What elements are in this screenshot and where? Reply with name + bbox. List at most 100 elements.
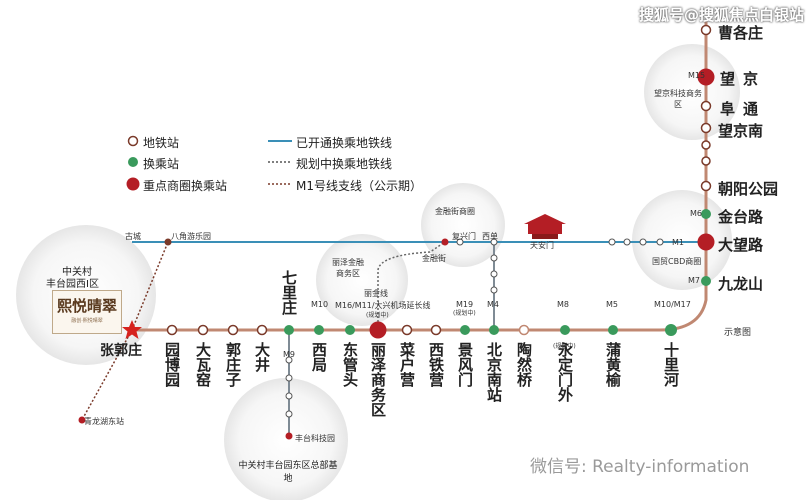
- legend-subway-station: 地铁站: [143, 136, 180, 150]
- station-lize: [369, 321, 387, 339]
- line-10: [132, 20, 708, 332]
- code-shilihe: M10/M17: [654, 300, 691, 309]
- bubble-lize: [316, 234, 408, 326]
- station-xitieying: [430, 324, 442, 336]
- station-qinglonghu: [78, 416, 86, 424]
- station-name-yuanboyuan: 园博园: [163, 342, 181, 387]
- label-qinglonghu: 青龙湖东站: [84, 417, 124, 426]
- stations-line1: [164, 238, 664, 294]
- station-name-puhuangyu: 蒲黄榆: [604, 342, 622, 387]
- code-jiulongshan: M7: [688, 276, 700, 285]
- station-name-zhangguozhuang: 张郭庄: [100, 343, 142, 359]
- label-fuxingmen: 复兴门: [452, 232, 476, 241]
- station-dawanglu: [697, 233, 715, 251]
- station-name-xitieying: 西铁营: [427, 342, 445, 387]
- station-name-wangjing: 望京: [720, 70, 767, 88]
- station-jingfengmen: [460, 325, 470, 335]
- station-name-chaoyanggongyuan: 朝阳公园: [718, 180, 779, 198]
- station-name-xiju: 西局: [310, 342, 328, 372]
- legend-m1-branch-line: M1号线支线（公示期）: [296, 179, 422, 193]
- code-puhuangyu: M5: [606, 300, 618, 309]
- note-jingfengmen: (规划中): [453, 310, 476, 317]
- station-name-taoranqiao: 陶然桥: [515, 342, 533, 387]
- station-xidan: [490, 238, 498, 246]
- project-area-label-1: 中关村: [62, 267, 92, 278]
- station-name-guozhuangzi: 郭庄子: [224, 342, 242, 387]
- project-area-label-2: 丰台园西Ⅰ区: [46, 279, 99, 290]
- station-yongdingmenwai: [560, 325, 570, 335]
- m1-branch-line-south: [81, 329, 133, 421]
- bubble-finance-street: [421, 183, 505, 267]
- code-dongguantou: M16/M11/大兴机场延长线: [335, 301, 431, 310]
- tiananmen-icon: [524, 214, 566, 239]
- project-logo-text: 熙悦晴翠: [56, 297, 117, 315]
- station-babaoshan: [164, 238, 172, 246]
- bubble-wangjing: [644, 44, 740, 140]
- station-chaoyanggongyuan: [700, 180, 712, 192]
- station-name-jintailu: 金台路: [718, 208, 764, 226]
- station-dawayao: [197, 324, 209, 336]
- code-jingfengmen: M19: [456, 300, 474, 309]
- station-name-dawayao: 大瓦窑: [194, 342, 212, 387]
- label-lize-line: 丽金线: [364, 289, 388, 298]
- station-puhuangyu: [608, 325, 618, 335]
- station-wangjing: [697, 68, 715, 86]
- station-fuxingmen: [441, 238, 449, 246]
- legend-symbols: [126, 135, 292, 191]
- station-beijingnan: [489, 325, 499, 335]
- code-wangjing: M15: [688, 71, 706, 80]
- label-xidan: 西单: [482, 232, 498, 241]
- station-name-jiulongshan: 九龙山: [718, 275, 764, 293]
- planned-line-lize: [377, 241, 446, 330]
- label-lize-line-note: (规划中): [366, 312, 389, 319]
- station-xiju: [314, 325, 324, 335]
- station-yuanboyuan: [166, 324, 178, 336]
- label-jinrongjie: 金融街: [422, 254, 446, 263]
- station-fengtai-keji: [285, 432, 293, 440]
- label-diagram-note: 示意图: [724, 328, 752, 338]
- code-yongdingmenwai: M8: [557, 300, 569, 309]
- station-name-wangjingnan: 望京南: [718, 122, 764, 140]
- label-tiananmen: 天安门: [530, 241, 554, 250]
- station-shilihe: [665, 324, 677, 336]
- label-m9: M9: [283, 350, 295, 359]
- project-logo-sub: 融创·熙悦晴翠: [71, 318, 103, 324]
- station-dajing: [256, 324, 268, 336]
- legend-transfer-station: 换乘站: [143, 157, 180, 171]
- station-name-caogezhuang: 曹各庄: [718, 24, 764, 42]
- finance-street-label: 金融街商圈: [435, 207, 475, 216]
- code-beijingnan: M4: [487, 300, 499, 309]
- watermark-bottom: 微信号: Realty-information: [530, 457, 750, 477]
- watermark-top: 搜狐号@搜狐焦点白银站: [638, 6, 804, 24]
- station-name-qilizhuang: 七里庄: [280, 270, 298, 315]
- station-name-shilihe: 十里河: [662, 342, 680, 387]
- label-gucheng: 古城: [125, 232, 141, 241]
- stations-line9: [285, 356, 293, 440]
- station-dongguantou: [345, 325, 355, 335]
- station-name-lize: 丽泽商务区: [369, 342, 387, 417]
- station-jintailu: [701, 209, 711, 219]
- wangjing-area-label: 望京科技商务区: [654, 89, 702, 109]
- station-caihuying: [401, 324, 413, 336]
- station-jiulongshan: [701, 276, 711, 286]
- station-name-caihuying: 菜户营: [398, 342, 416, 387]
- legend-planned-transfer-line: 规划中换乘地铁线: [296, 157, 393, 171]
- zgc-east-label: 中关村丰台园东区总部基地: [238, 461, 338, 484]
- station-caogezhuang: [700, 24, 712, 36]
- station-name-beijingnan: 北京南站: [485, 342, 503, 402]
- label-babaoshan-park: 八角游乐园: [171, 232, 211, 241]
- station-name-yongdingmenwai: 永定门外: [556, 342, 574, 402]
- station-qilizhuang: [284, 325, 294, 335]
- station-taoranqiao: [518, 324, 530, 336]
- star-icon: [122, 320, 142, 339]
- label-m1: M1: [672, 238, 684, 247]
- cbd-area-label: 国贸CBD商圈: [652, 257, 702, 266]
- code-jintailu: M6: [690, 209, 702, 218]
- legend-open-transfer-line: 已开通换乘地铁线: [296, 136, 393, 150]
- legend-key-business-transfer: 重点商圈换乘站: [143, 179, 228, 193]
- station-futong: [700, 100, 712, 112]
- note-yongdingmenwai: (规划中): [553, 343, 576, 350]
- station-name-dajing: 大井: [253, 342, 271, 372]
